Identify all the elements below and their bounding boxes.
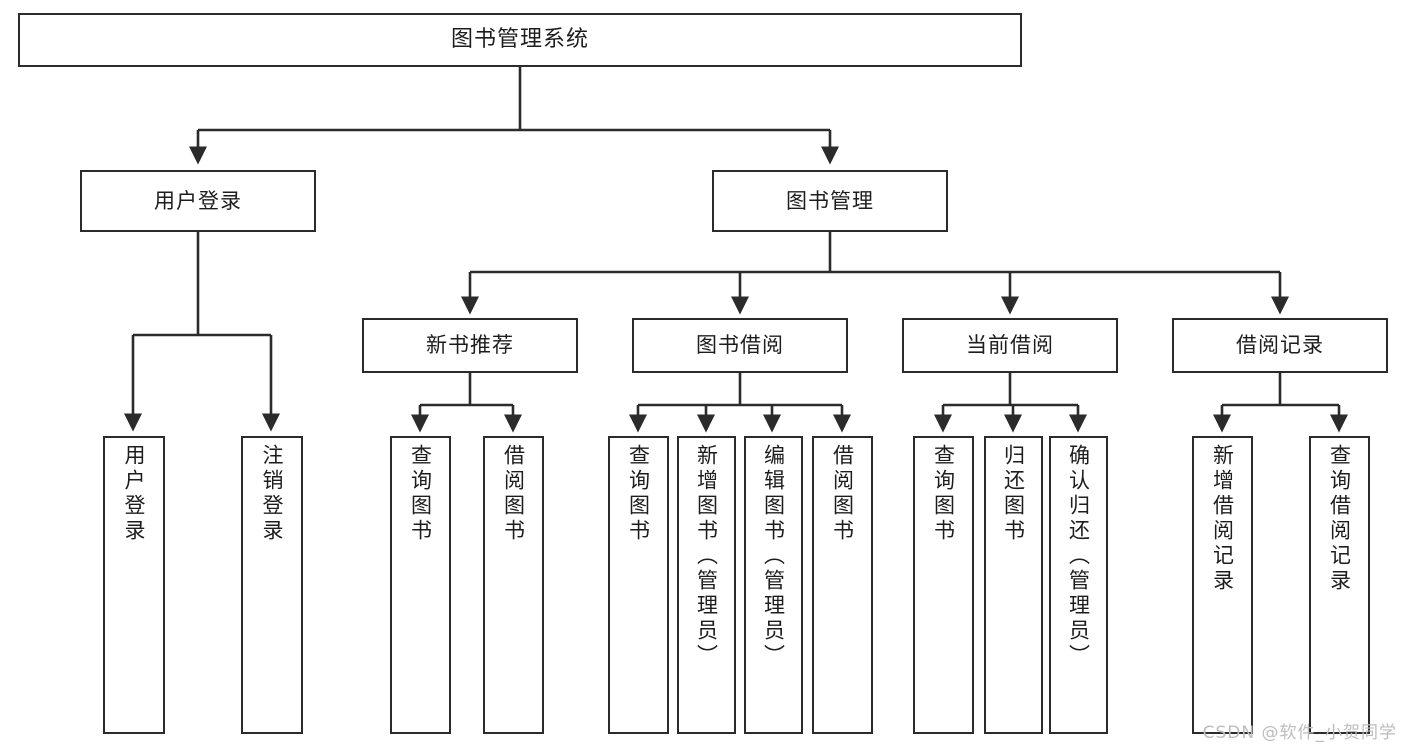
node-current-borrow[interactable]: 当前借阅 bbox=[902, 318, 1118, 373]
leaf-query-book-2[interactable]: 查询图书 bbox=[608, 436, 669, 734]
leaf-borrow-book-2-label: 借阅图书 bbox=[830, 444, 855, 544]
leaf-confirm-return-label: 确认归还（管理员） bbox=[1066, 444, 1091, 669]
node-current-borrow-label: 当前借阅 bbox=[966, 333, 1054, 358]
node-book-manage[interactable]: 图书管理 bbox=[712, 170, 948, 232]
node-user-login-label: 用户登录 bbox=[154, 188, 242, 213]
leaf-add-book[interactable]: 新增图书（管理员） bbox=[677, 436, 736, 734]
leaf-query-book-2-label: 查询图书 bbox=[626, 444, 651, 544]
leaf-edit-book[interactable]: 编辑图书（管理员） bbox=[744, 436, 803, 734]
leaf-query-book-3[interactable]: 查询图书 bbox=[913, 436, 974, 734]
leaf-add-record[interactable]: 新增借阅记录 bbox=[1192, 436, 1253, 734]
leaf-query-record[interactable]: 查询借阅记录 bbox=[1309, 436, 1370, 734]
leaf-logout[interactable]: 注销登录 bbox=[241, 436, 303, 734]
node-book-manage-label: 图书管理 bbox=[786, 188, 874, 213]
node-book-borrow[interactable]: 图书借阅 bbox=[632, 318, 848, 373]
leaf-borrow-book-1-label: 借阅图书 bbox=[501, 444, 526, 544]
node-new-book-recommend-label: 新书推荐 bbox=[426, 333, 514, 358]
leaf-user-login-label: 用户登录 bbox=[122, 444, 147, 544]
leaf-return-book[interactable]: 归还图书 bbox=[984, 436, 1043, 734]
node-book-borrow-label: 图书借阅 bbox=[696, 333, 784, 358]
leaf-query-book-3-label: 查询图书 bbox=[931, 444, 956, 544]
node-new-book-recommend[interactable]: 新书推荐 bbox=[362, 318, 578, 373]
leaf-user-login[interactable]: 用户登录 bbox=[103, 436, 165, 734]
leaf-query-record-label: 查询借阅记录 bbox=[1327, 444, 1352, 594]
leaf-query-book-1[interactable]: 查询图书 bbox=[390, 436, 451, 734]
leaf-return-book-label: 归还图书 bbox=[1001, 444, 1026, 544]
leaf-confirm-return[interactable]: 确认归还（管理员） bbox=[1049, 436, 1108, 734]
leaf-query-book-1-label: 查询图书 bbox=[408, 444, 433, 544]
node-borrow-record-label: 借阅记录 bbox=[1236, 333, 1324, 358]
node-root[interactable]: 图书管理系统 bbox=[18, 13, 1022, 67]
leaf-add-book-label: 新增图书（管理员） bbox=[694, 444, 719, 669]
leaf-edit-book-label: 编辑图书（管理员） bbox=[761, 444, 786, 669]
leaf-borrow-book-2[interactable]: 借阅图书 bbox=[812, 436, 873, 734]
node-root-label: 图书管理系统 bbox=[450, 27, 589, 53]
leaf-add-record-label: 新增借阅记录 bbox=[1210, 444, 1235, 594]
node-borrow-record[interactable]: 借阅记录 bbox=[1172, 318, 1388, 373]
leaf-borrow-book-1[interactable]: 借阅图书 bbox=[483, 436, 544, 734]
leaf-logout-label: 注销登录 bbox=[260, 444, 285, 544]
node-user-login[interactable]: 用户登录 bbox=[80, 170, 316, 232]
